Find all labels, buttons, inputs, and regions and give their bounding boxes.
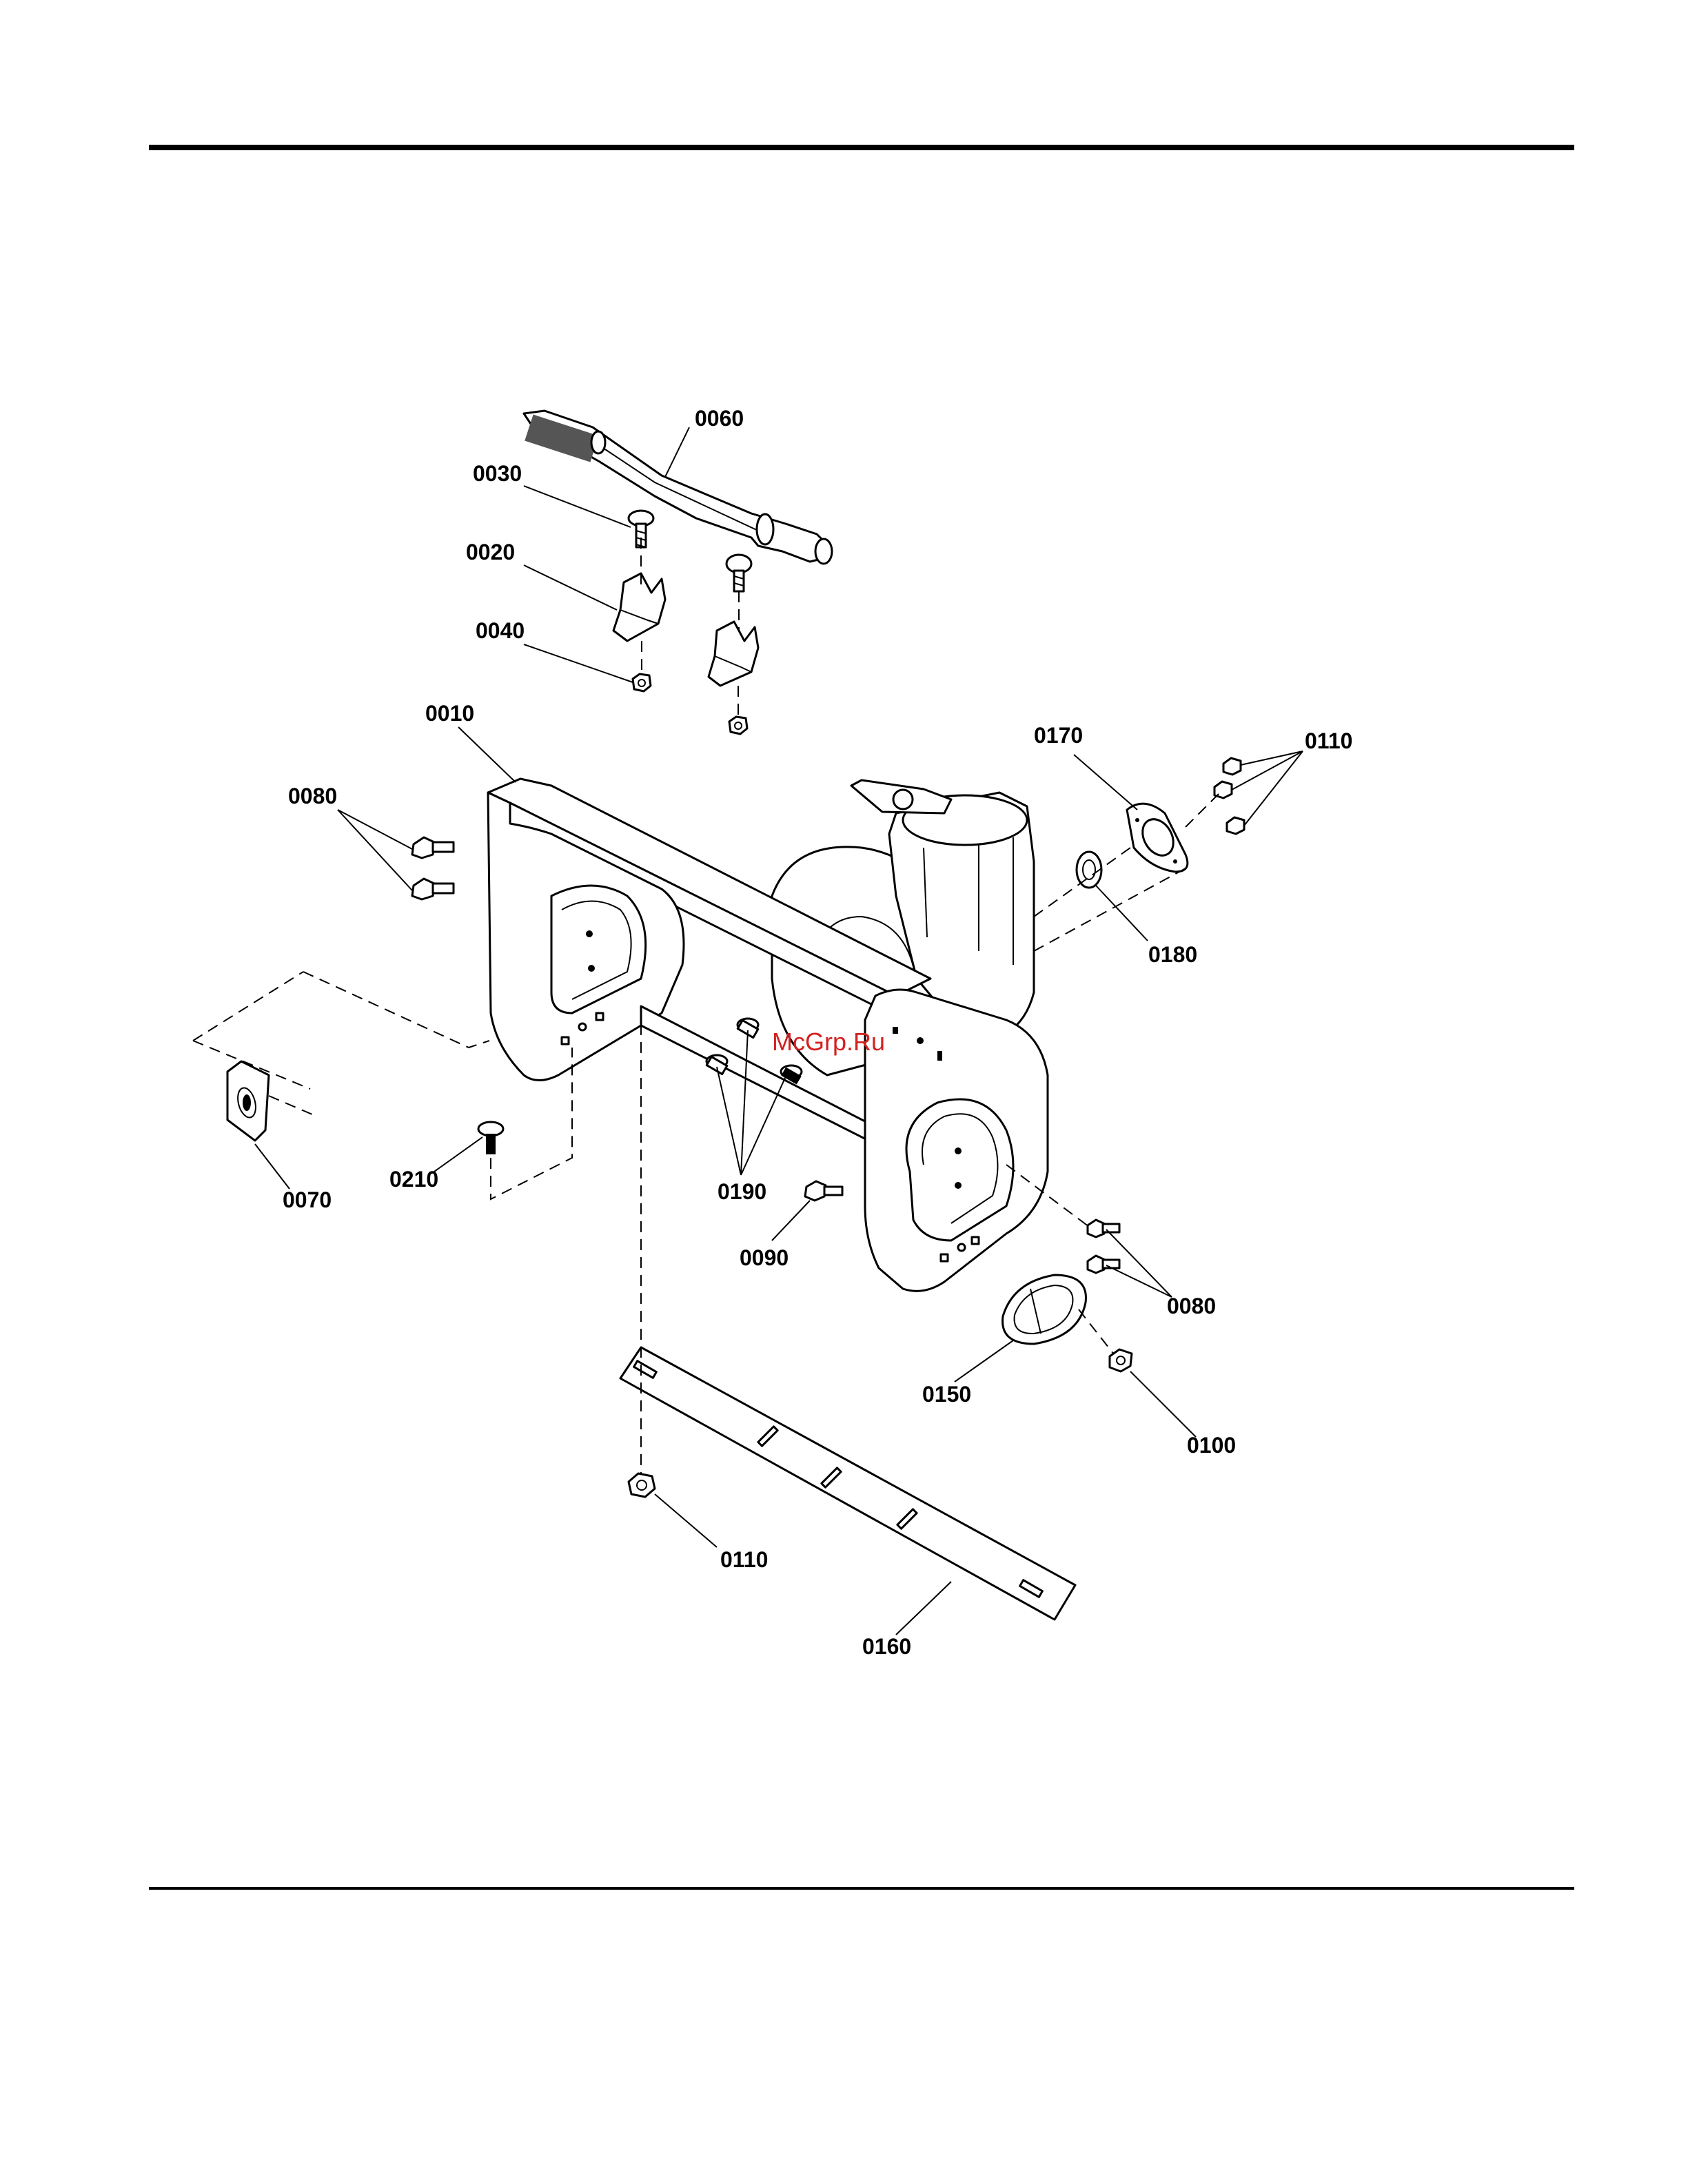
part-0180-bearing — [1077, 852, 1101, 888]
part-0100-nut — [1110, 1349, 1132, 1371]
callout-0070: 0070 — [283, 1187, 332, 1212]
callout-0010: 0010 — [425, 701, 474, 726]
part-0150-flange — [1003, 1275, 1086, 1344]
callout-0100: 0100 — [1187, 1433, 1236, 1458]
callout-0080-left: 0080 — [288, 784, 337, 808]
callout-0110-bottom: 0110 — [720, 1547, 768, 1572]
part-0020-clip-left — [613, 573, 665, 641]
callout-0020: 0020 — [466, 540, 515, 564]
callout-0150: 0150 — [922, 1382, 971, 1407]
part-0060-handle — [524, 411, 832, 564]
part-0170-bearing-flange — [1127, 804, 1188, 872]
callout-0110-top: 0110 — [1305, 728, 1352, 753]
part-0080-bolts-right — [1088, 1220, 1119, 1273]
part-0040-nut-left — [633, 674, 651, 691]
part-0110-nuts-top — [1214, 758, 1244, 834]
part-0020-clip-right — [709, 622, 758, 686]
callout-0060: 0060 — [695, 406, 744, 431]
callout-0090: 0090 — [740, 1245, 789, 1270]
part-0110-nut-lower — [629, 1473, 655, 1497]
part-0160-scraper-bar — [620, 1347, 1075, 1620]
part-0080-bolts-left — [412, 837, 454, 899]
watermark: McGrp.Ru — [772, 1028, 885, 1056]
callout-0030: 0030 — [473, 461, 522, 486]
callout-0210: 0210 — [389, 1167, 438, 1192]
part-0030-screw-right — [726, 555, 751, 591]
callout-0040: 0040 — [476, 618, 525, 643]
part-0090-bolt — [805, 1181, 842, 1201]
callout-0180: 0180 — [1148, 942, 1197, 967]
part-0040-nut-right — [729, 717, 747, 734]
callout-0080-right: 0080 — [1167, 1294, 1216, 1318]
callout-0190: 0190 — [718, 1179, 766, 1204]
callout-0160: 0160 — [862, 1634, 911, 1659]
callout-0170: 0170 — [1034, 723, 1083, 748]
part-0070-bearing-plate — [227, 1061, 269, 1141]
